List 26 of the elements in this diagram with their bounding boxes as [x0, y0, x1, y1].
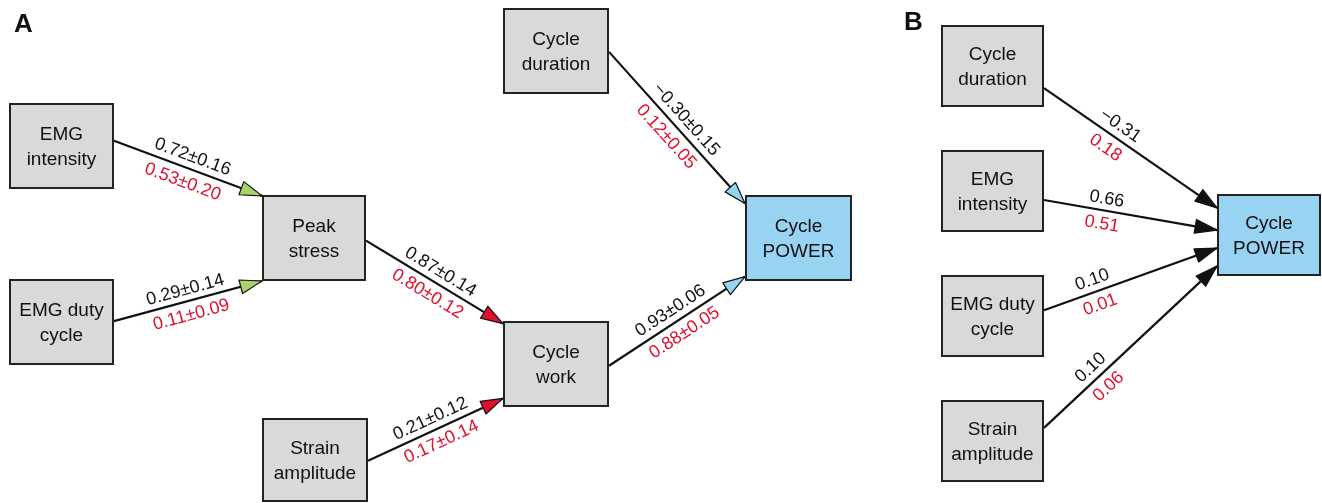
variable-box: Peak stress — [262, 195, 366, 281]
variable-box: Cycle duration — [941, 25, 1044, 107]
arrow — [1043, 265, 1218, 429]
arrow — [1043, 198, 1218, 234]
variable-box: Strain amplitude — [262, 418, 368, 502]
panel-label: B — [904, 8, 923, 34]
variable-box: EMG duty cycle — [9, 279, 114, 365]
variable-box: Cycle duration — [503, 8, 609, 94]
arrow — [608, 275, 746, 367]
arrow — [113, 279, 263, 323]
arrow — [367, 397, 504, 462]
variable-box: EMG duty cycle — [941, 275, 1044, 357]
value-label: 0.51 — [1083, 211, 1122, 236]
panel-label: A — [14, 10, 33, 36]
arrow — [608, 51, 746, 205]
variable-box: Strain amplitude — [941, 400, 1044, 482]
edge-label: 0.66 — [1087, 185, 1126, 210]
output-box: Cycle POWER — [1217, 194, 1321, 276]
output-box: Cycle POWER — [745, 195, 852, 281]
variable-box: EMG intensity — [941, 150, 1044, 232]
arrow — [113, 139, 263, 197]
arrow — [365, 239, 504, 325]
arrow — [1043, 247, 1218, 312]
variable-box: Cycle work — [503, 321, 609, 407]
arrow — [1043, 87, 1218, 209]
variable-box: EMG intensity — [9, 103, 114, 189]
